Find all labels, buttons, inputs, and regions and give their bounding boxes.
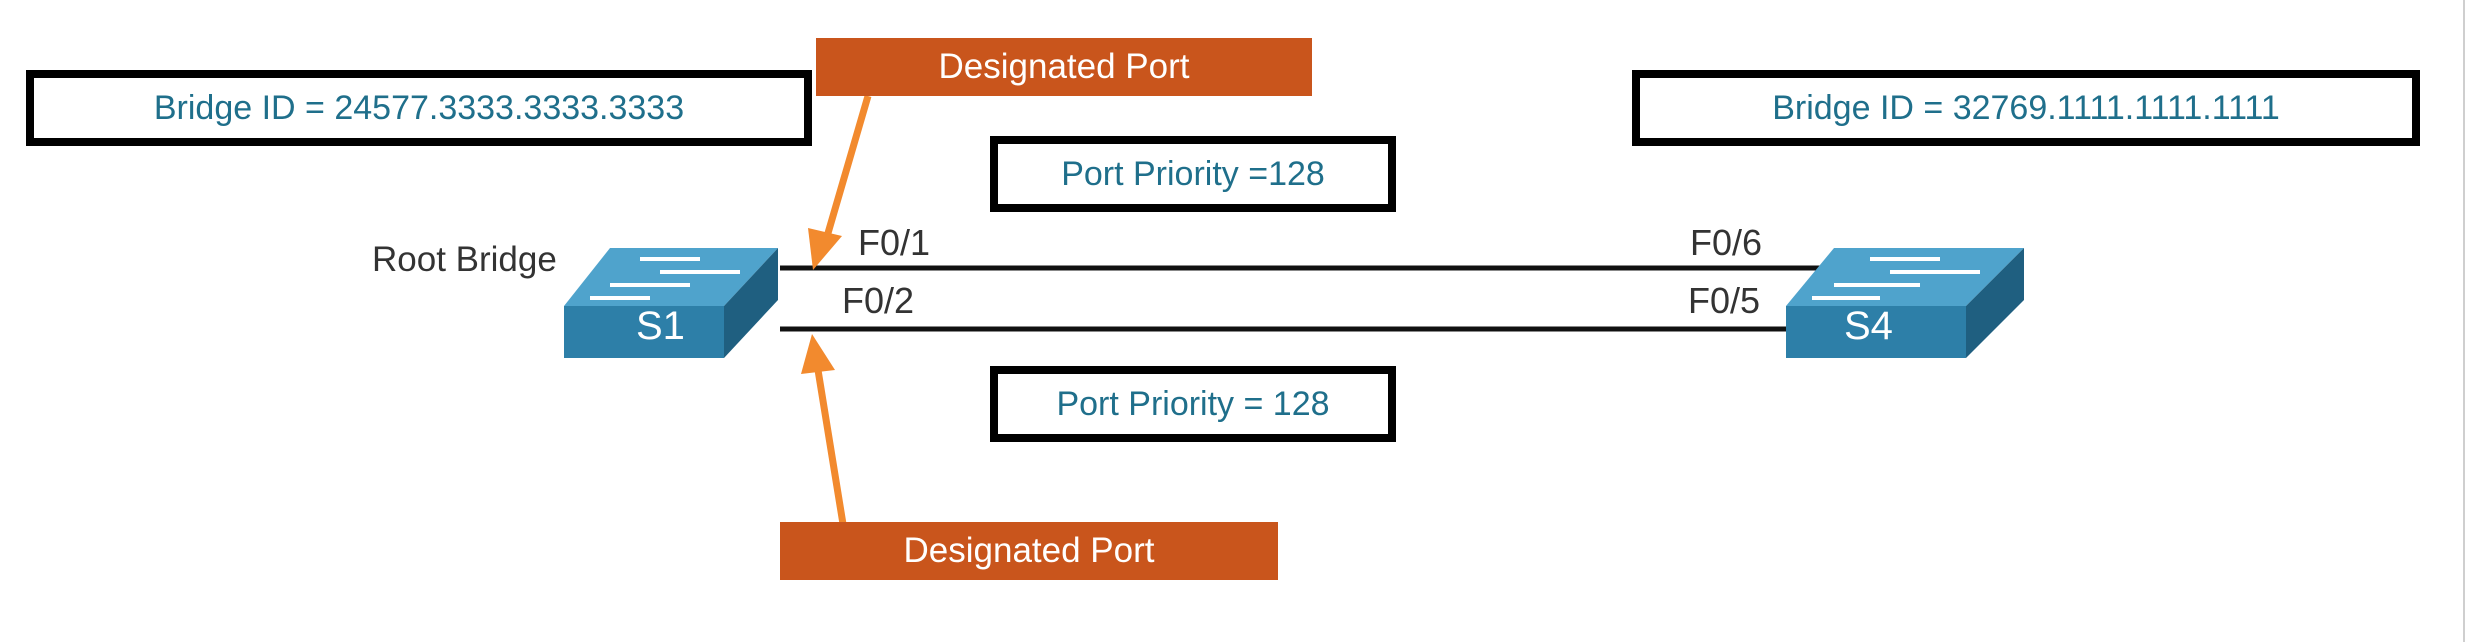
arrow-bottom <box>814 369 847 525</box>
port-f02-label: F0/2 <box>842 280 915 321</box>
root-bridge-label: Root Bridge <box>372 240 557 279</box>
switch-s4 <box>1786 248 2024 358</box>
designated-port-top: Designated Port <box>816 38 1312 96</box>
designated-port-top-text: Designated Port <box>938 47 1190 86</box>
arrow-top-head <box>808 228 842 270</box>
switch-s1 <box>564 248 778 358</box>
port-f05-label: F0/5 <box>1688 280 1761 321</box>
port-f01-label: F0/1 <box>858 222 931 263</box>
bridge-id-s1-text: Bridge ID = 24577.3333.3333.3333 <box>153 88 685 127</box>
switch-s1-label: S1 <box>636 304 685 348</box>
arrow-top <box>822 95 872 241</box>
bridge-id-s4-text: Bridge ID = 32769.1111.1111.1111 <box>1772 88 2280 127</box>
right-edge-divider <box>2463 0 2465 642</box>
port-priority-top-text: Port Priority =128 <box>1061 154 1325 193</box>
designated-port-bottom-text: Designated Port <box>903 531 1155 570</box>
switch-s4-label: S4 <box>1844 304 1893 348</box>
arrow-bottom-head <box>801 334 835 374</box>
bridge-id-s4-box: Bridge ID = 32769.1111.1111.1111 <box>1632 70 2420 146</box>
port-priority-bottom-box: Port Priority = 128 <box>990 366 1396 442</box>
bridge-id-s1-box: Bridge ID = 24577.3333.3333.3333 <box>26 70 812 146</box>
port-priority-top-box: Port Priority =128 <box>990 136 1396 212</box>
port-priority-bottom-text: Port Priority = 128 <box>1056 384 1330 423</box>
port-f06-label: F0/6 <box>1690 222 1763 263</box>
designated-port-bottom: Designated Port <box>780 522 1278 580</box>
